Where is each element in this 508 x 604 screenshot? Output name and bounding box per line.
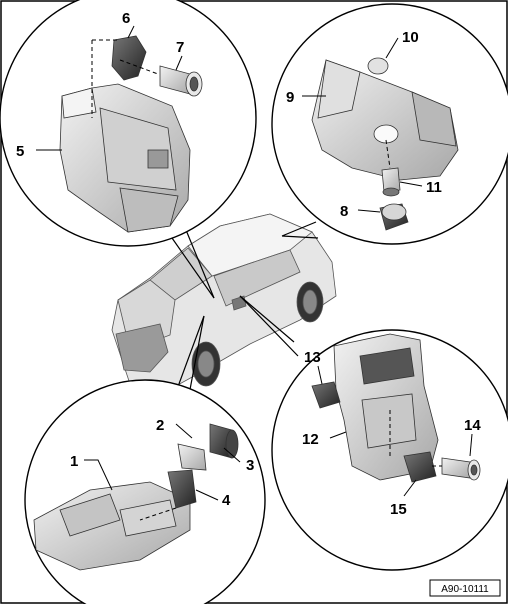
leader-lines	[171, 221, 319, 401]
callout-9: 9	[286, 89, 294, 106]
bracket-part-6	[111, 35, 147, 81]
socket-part-11	[381, 167, 401, 197]
callout-3: 3	[246, 457, 254, 474]
socket-part-2	[177, 443, 207, 471]
callout-1: 1	[70, 453, 78, 470]
callout-4: 4	[222, 492, 231, 509]
callout-6: 6	[122, 10, 130, 27]
bracket-part-15	[403, 451, 437, 483]
clip-part-13	[311, 381, 341, 409]
callout-labels: 1 2 3 4 5 6 7 8 9 10 11 12 13 14 15	[16, 10, 481, 518]
callout-5: 5	[16, 143, 24, 160]
detail-circle-d	[24, 379, 266, 604]
callout-7: 7	[176, 39, 184, 56]
vehicle-illustration	[111, 213, 337, 393]
socket-part-7	[159, 65, 203, 97]
reference-tag: A90-10111	[429, 579, 501, 597]
reference-code: A90-10111	[441, 584, 489, 595]
callout-2: 2	[156, 417, 164, 434]
socket-part-14	[441, 457, 481, 481]
detail-circle-c	[271, 329, 508, 571]
callout-8: 8	[340, 203, 348, 220]
callout-leaders	[36, 25, 473, 501]
bracket-part-4	[167, 469, 197, 509]
callout-13: 13	[304, 349, 321, 366]
callout-10: 10	[402, 29, 419, 46]
cap-part-10	[367, 57, 389, 75]
callout-11: 11	[426, 179, 442, 196]
callout-12: 12	[302, 431, 319, 448]
callout-14: 14	[464, 417, 481, 434]
callout-15: 15	[390, 501, 407, 518]
knob-part-8	[379, 203, 409, 231]
knob-part-3	[209, 423, 239, 459]
detail-circle-a	[0, 0, 257, 247]
detail-circle-b	[271, 3, 508, 245]
